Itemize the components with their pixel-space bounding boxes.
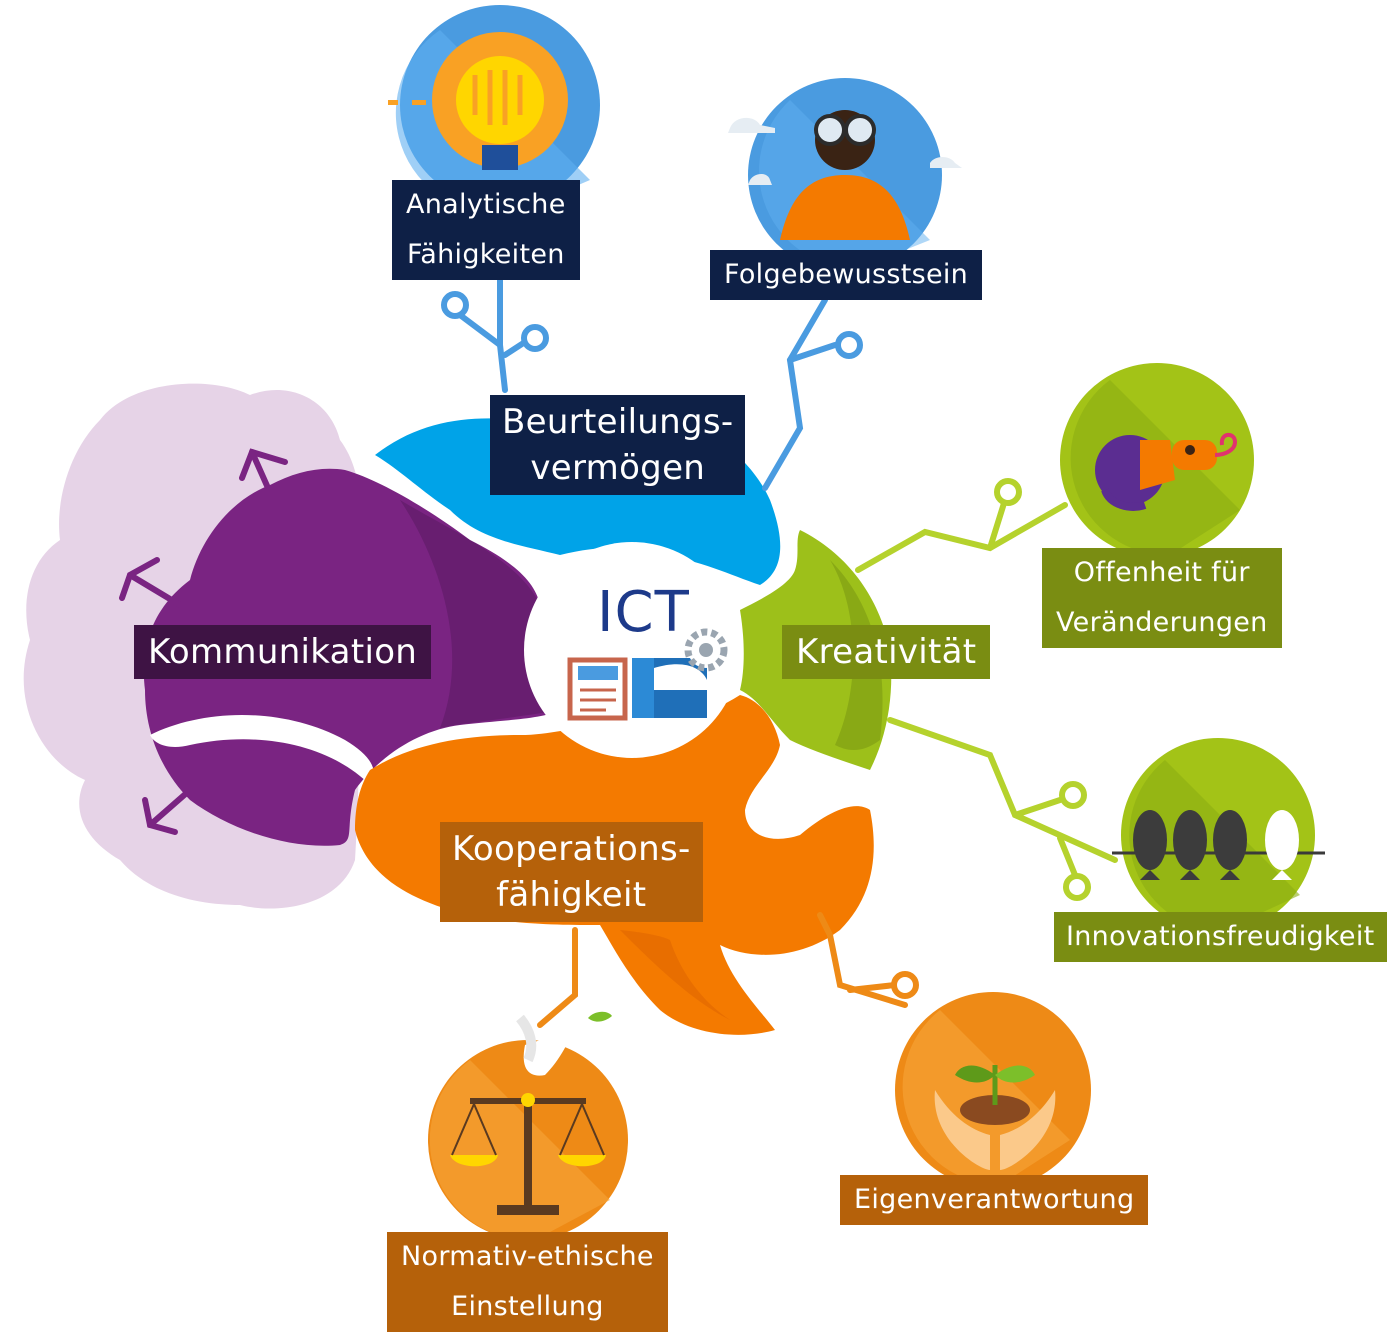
label-line: Innovationsfreudigkeit (1066, 921, 1375, 952)
label-line: fähigkeit (496, 875, 647, 915)
label-beurteilungsvermoegen: Beurteilungs- vermögen (490, 395, 746, 495)
chameleon-icon (1060, 363, 1254, 557)
label-eigenverantwortung: Eigenverantwortung (840, 1175, 1149, 1225)
label-line: Kommunikation (148, 632, 418, 672)
hands-plant-icon (895, 992, 1091, 1188)
label-line: Kreativität (796, 632, 977, 672)
label-line: vermögen (530, 448, 706, 488)
connector-node (1063, 873, 1091, 901)
label-offenheit: Offenheit für Veränderungen (1042, 548, 1282, 648)
binoculars-person-icon (728, 78, 962, 272)
label-line: Offenheit für (1073, 557, 1250, 588)
connector-node (891, 971, 919, 999)
blue-connectors (457, 277, 838, 491)
birds-on-wire-icon (1112, 738, 1325, 932)
label-kreativitaet: Kreativität (782, 625, 991, 679)
connector-node (441, 291, 469, 319)
label-line: Fähigkeiten (406, 239, 565, 270)
label-line: Normativ-ethische (401, 1241, 654, 1272)
label-line: Veränderungen (1056, 607, 1268, 638)
label-line: Analytische (406, 189, 566, 220)
connector-node (1059, 781, 1087, 809)
label-kommunikation: Kommunikation (134, 625, 432, 679)
kommunikation-arrows (119, 448, 288, 835)
label-line: Beurteilungs- (502, 402, 734, 442)
label-line: Einstellung (451, 1291, 604, 1322)
computer-gear-icon (567, 628, 728, 721)
label-innovationsfreudigkeit: Innovationsfreudigkeit (1054, 912, 1387, 962)
connector-node (521, 324, 549, 352)
connector-node (994, 478, 1022, 506)
label-normativ-ethische-einstellung: Normativ-ethische Einstellung (387, 1232, 668, 1332)
label-line: Kooperations- (452, 829, 691, 869)
connector-node (835, 331, 863, 359)
orange-connectors (537, 912, 908, 1028)
label-kooperationsfaehigkeit: Kooperations- fähigkeit (440, 822, 703, 922)
label-analytische-faehigkeiten: Analytische Fähigkeiten (392, 180, 580, 280)
center-title: ICT (597, 580, 690, 645)
label-folgebewusstsein: Folgebewusstsein (710, 250, 983, 300)
green-connectors (855, 497, 1118, 878)
label-line: Folgebewusstsein (724, 259, 969, 290)
lightbulb-brain-icon (388, 5, 600, 213)
label-line: Eigenverantwortung (854, 1184, 1135, 1215)
scales-dove-icon (428, 1011, 628, 1241)
